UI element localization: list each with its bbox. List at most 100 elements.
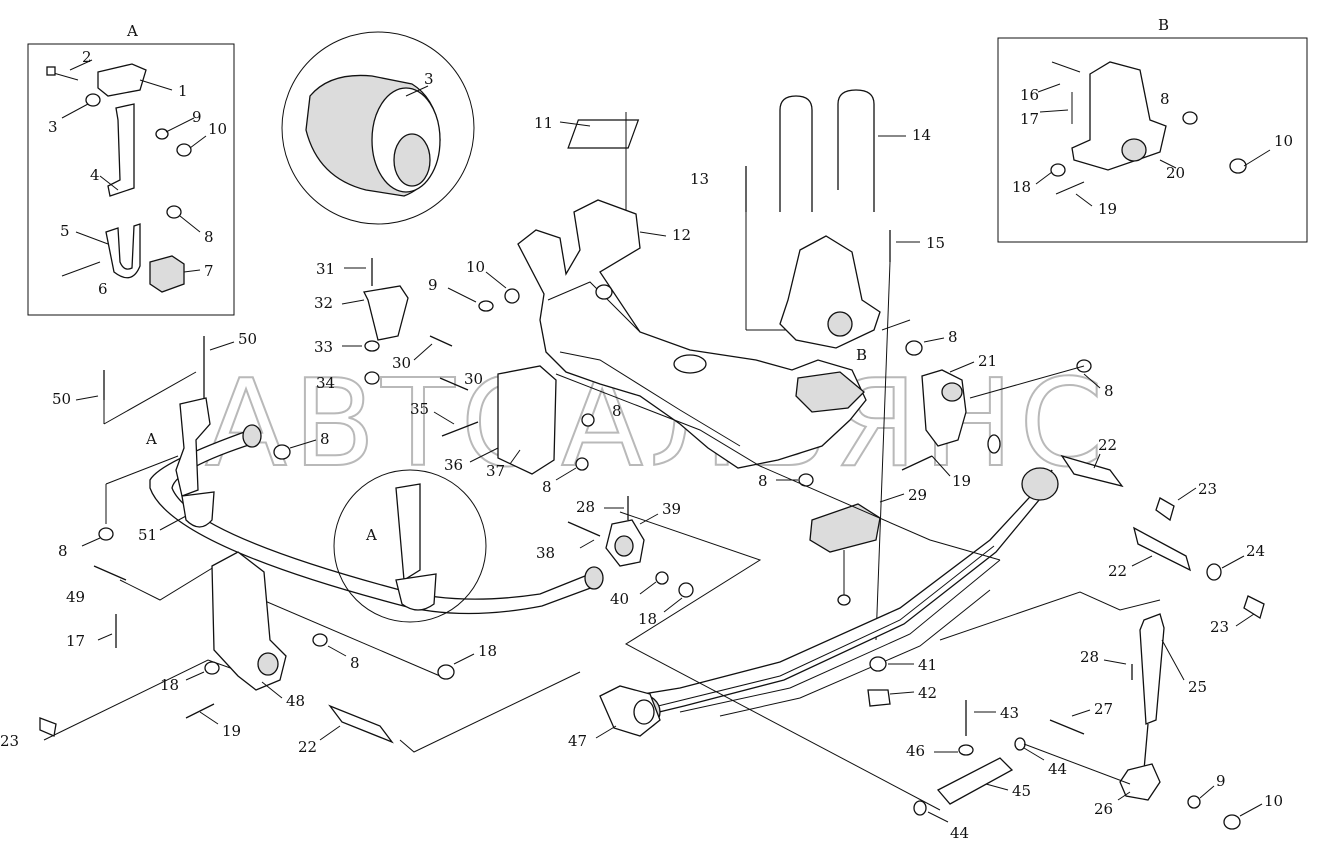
callout-10c: 10 bbox=[466, 258, 485, 276]
part-10-nut-c bbox=[504, 288, 520, 304]
callout-19c: 19 bbox=[952, 472, 971, 490]
callout-19: 19 bbox=[222, 722, 241, 740]
callout-23c: 23 bbox=[0, 732, 19, 750]
part-20-bracket-detail bbox=[1071, 61, 1167, 171]
part-link-a bbox=[175, 397, 211, 497]
callout-8f: 8 bbox=[58, 542, 68, 560]
part-40-washer bbox=[655, 571, 669, 585]
callout-17b: 17 bbox=[1020, 110, 1039, 128]
callout-50b: 50 bbox=[52, 390, 71, 408]
callout-21: 21 bbox=[978, 352, 997, 370]
callout-28b: 28 bbox=[1080, 648, 1099, 666]
callout-48: 48 bbox=[286, 692, 305, 710]
part-14-ubolt-1 bbox=[779, 95, 813, 212]
callout-9c: 9 bbox=[428, 276, 438, 294]
callout-10d: 10 bbox=[1264, 792, 1283, 810]
part-8-nut-f bbox=[98, 527, 114, 541]
callout-3b: 3 bbox=[424, 70, 434, 88]
part-3-bushing bbox=[85, 93, 101, 107]
callout-42: 42 bbox=[918, 684, 937, 702]
callout-50a: 50 bbox=[238, 330, 257, 348]
part-10-nut-d bbox=[1223, 814, 1241, 830]
part-9-washer-c bbox=[478, 300, 494, 312]
callout-26: 26 bbox=[1094, 800, 1113, 818]
part-24-washer bbox=[1206, 563, 1222, 581]
callout-8b: 8 bbox=[1160, 90, 1170, 108]
part-4-hanger bbox=[107, 103, 135, 197]
callout-8: 8 bbox=[204, 228, 214, 246]
part-18-nut-e bbox=[437, 664, 455, 680]
callout-8i: 8 bbox=[542, 478, 552, 496]
part-18-nut-c bbox=[678, 582, 694, 598]
callout-19b: 19 bbox=[1098, 200, 1117, 218]
callout-9d: 9 bbox=[1216, 772, 1226, 790]
callout-8d: 8 bbox=[612, 402, 622, 420]
callout-11: 11 bbox=[534, 114, 553, 132]
part-5-clamp bbox=[105, 223, 141, 279]
part-22-pin-c bbox=[328, 704, 394, 744]
callout-43: 43 bbox=[1000, 704, 1019, 722]
callout-8e: 8 bbox=[320, 430, 330, 448]
callout-16: 16 bbox=[1020, 86, 1039, 104]
callout-32: 32 bbox=[314, 294, 333, 312]
part-32-bump-stop bbox=[363, 285, 409, 341]
part-9-washer-d bbox=[1187, 795, 1201, 809]
magnified-link-detail: A bbox=[333, 469, 487, 623]
part-1-cap bbox=[97, 63, 147, 97]
callout-38: 38 bbox=[536, 544, 555, 562]
part-46-washer bbox=[958, 744, 974, 756]
callout-28a: 28 bbox=[576, 498, 595, 516]
callout-8j: 8 bbox=[350, 654, 360, 672]
callout-13: 13 bbox=[690, 170, 709, 188]
part-26-eye bbox=[1119, 763, 1161, 801]
part-29-seat bbox=[809, 503, 881, 553]
callout-51: 51 bbox=[138, 526, 157, 544]
callout-44a: 44 bbox=[1048, 760, 1067, 778]
callout-1: 1 bbox=[178, 82, 188, 100]
part-25-shock bbox=[1139, 613, 1165, 725]
callout-10: 10 bbox=[208, 120, 227, 138]
part-20-bracket bbox=[779, 235, 881, 349]
callout-41: 41 bbox=[918, 656, 937, 674]
callout-2: 2 bbox=[82, 48, 92, 66]
inline-label-a2: A bbox=[365, 526, 377, 544]
callout-27: 27 bbox=[1094, 700, 1113, 718]
part-36-bracket bbox=[497, 365, 557, 475]
part-23-fitting-c bbox=[39, 717, 57, 737]
callout-14: 14 bbox=[912, 126, 931, 144]
part-42-nut bbox=[867, 689, 891, 707]
callout-22a: 22 bbox=[1098, 436, 1117, 454]
part-33-washer bbox=[364, 340, 380, 352]
callout-23a: 23 bbox=[1198, 480, 1217, 498]
callout-22c: 22 bbox=[298, 738, 317, 756]
part-8-nut-c bbox=[905, 340, 923, 356]
part-41-washer bbox=[869, 656, 887, 672]
callout-46: 46 bbox=[906, 742, 925, 760]
part-8-nut-j bbox=[312, 633, 328, 647]
callout-18c: 18 bbox=[638, 610, 657, 628]
detail-b-panel: B 16 17 8 10 18 19 20 bbox=[997, 16, 1308, 243]
callout-12: 12 bbox=[672, 226, 691, 244]
callout-35: 35 bbox=[410, 400, 429, 418]
part-8-nut bbox=[166, 205, 182, 219]
callout-30a: 30 bbox=[392, 354, 411, 372]
callout-18d: 18 bbox=[160, 676, 179, 694]
callout-29: 29 bbox=[908, 486, 927, 504]
part-10-nut bbox=[176, 143, 192, 157]
callout-15: 15 bbox=[926, 234, 945, 252]
part-18-nut-d bbox=[204, 661, 220, 675]
part-44-washer-b bbox=[913, 800, 927, 816]
part-7-bushing bbox=[149, 255, 185, 293]
callout-23b: 23 bbox=[1210, 618, 1229, 636]
detail-a-panel: A 2 1 3 9 10 4 8 5 bbox=[27, 22, 235, 316]
part-34-nut bbox=[364, 371, 380, 385]
part-22-pin-a bbox=[1060, 454, 1124, 488]
part-6-bolt bbox=[61, 261, 101, 277]
magnified-bushing-detail: 3 bbox=[281, 31, 475, 225]
callout-9: 9 bbox=[192, 108, 202, 126]
callout-4: 4 bbox=[90, 166, 100, 184]
callout-5: 5 bbox=[60, 222, 70, 240]
part-44-washer-a bbox=[1014, 737, 1026, 751]
callout-18b: 18 bbox=[1012, 178, 1031, 196]
